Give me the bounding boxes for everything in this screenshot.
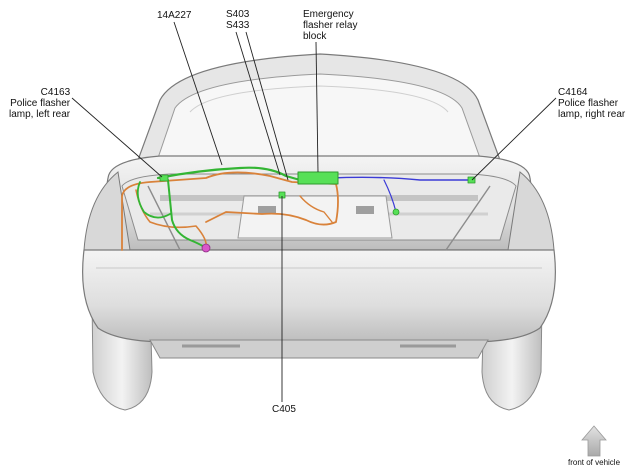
- license-plate-recess: [237, 195, 393, 239]
- car-body: [82, 53, 556, 359]
- blue-wire: [329, 176, 473, 181]
- wiring-harness: [121, 166, 476, 253]
- front-of-vehicle-label: front of vehicle: [568, 458, 621, 467]
- leader-relay-block: [315, 41, 319, 173]
- callout-s403: S403: [226, 9, 250, 20]
- leader-14a227: [173, 21, 223, 166]
- leader-c4164: [471, 97, 557, 181]
- leader-lines: [71, 21, 557, 402]
- green-wire-main: [156, 166, 316, 182]
- right-quarter-panel: [507, 171, 555, 251]
- callout-c4163-left-lamp: C4163 Police flasher lamp, left rear: [9, 87, 71, 120]
- right-lamp-connector: [467, 176, 476, 184]
- callout-c4164-right-lamp: C4164 Police flasher lamp, right rear: [558, 87, 626, 120]
- green-wire-left-drop: [167, 179, 207, 249]
- pink-connector: [201, 243, 211, 253]
- callout-14a227: 14A227: [157, 10, 192, 21]
- green-wire-left-loop: [136, 181, 171, 219]
- rear-window: [157, 73, 481, 159]
- callout-emergency-flasher-relay-block: Emergency flasher relay block: [303, 9, 358, 42]
- leader-s433: [245, 31, 289, 181]
- orange-wire-main: [121, 171, 339, 251]
- callout-c405: C405: [272, 404, 296, 415]
- left-quarter-panel: [83, 171, 131, 251]
- leader-s403: [235, 31, 281, 176]
- underbody: [149, 339, 489, 359]
- green-splice-dot: [392, 208, 400, 216]
- orange-wire-right: [299, 195, 333, 223]
- rear-bumper: [82, 249, 556, 343]
- up-arrow-icon: [581, 425, 607, 457]
- leader-c4163: [71, 97, 163, 178]
- left-lamp-connector: [159, 174, 169, 182]
- callout-s433: S433: [226, 20, 250, 31]
- relay-block: [297, 171, 339, 185]
